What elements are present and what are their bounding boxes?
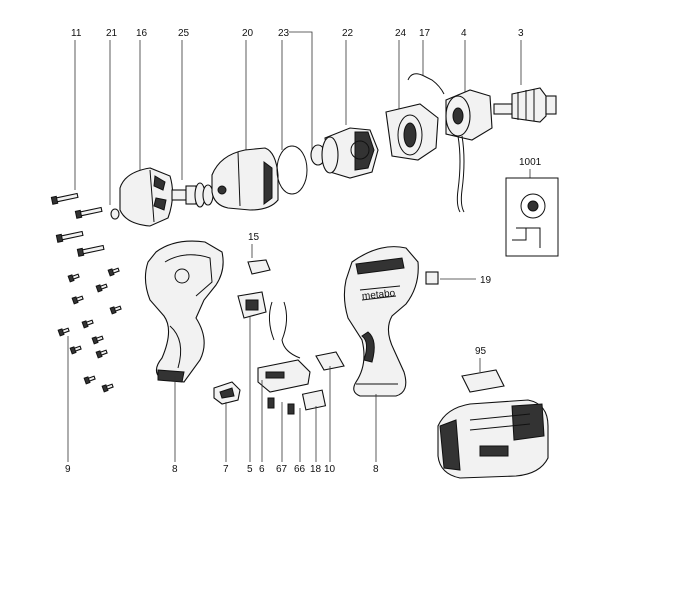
- hammer-case-20: [211, 147, 279, 211]
- label-95: 95: [475, 346, 487, 357]
- plate-95: [461, 369, 505, 393]
- label-1001: 1001: [519, 157, 542, 168]
- contact-18: [301, 389, 327, 411]
- electronics-board-6: [257, 359, 311, 393]
- motor-rotor-3: [493, 87, 557, 123]
- label-23: 23: [278, 28, 290, 39]
- housing-brand-text: metabo: [361, 288, 396, 302]
- label-17: 17: [419, 28, 431, 39]
- label-22: 22: [342, 28, 354, 39]
- label-8-left: 8: [172, 464, 178, 475]
- trigger-switch-5: [237, 291, 267, 319]
- label-5: 5: [247, 464, 253, 475]
- battery-pack: [437, 399, 549, 479]
- label-3: 3: [518, 28, 524, 39]
- label-16: 16: [136, 28, 148, 39]
- front-cover-16: [119, 167, 174, 227]
- label-21: 21: [106, 28, 118, 39]
- wires: [268, 301, 301, 359]
- planetary-gear-22: [310, 127, 379, 179]
- label-24: 24: [395, 28, 407, 39]
- label-67: 67: [276, 464, 288, 475]
- small-screws-9: [57, 267, 122, 393]
- direction-switch-7: [213, 381, 241, 405]
- screws-11: [50, 192, 105, 257]
- switch-cap-15: [247, 259, 271, 275]
- bracket-10: [315, 351, 345, 371]
- springs-67-66: [267, 397, 295, 415]
- label-11: 11: [71, 28, 82, 39]
- o-ring-23: [276, 145, 308, 195]
- top-leader-lines: [74, 31, 522, 205]
- label-66: 66: [294, 464, 306, 475]
- housing-left-half-8: [144, 240, 224, 383]
- label-9: 9: [65, 464, 71, 475]
- motor-housing-4: [445, 89, 493, 213]
- label-15: 15: [248, 232, 260, 243]
- label-7: 7: [223, 464, 229, 475]
- label-20: 20: [242, 28, 254, 39]
- label-4: 4: [461, 28, 467, 39]
- detail-inset-1001: 1001: [505, 157, 559, 257]
- housing-right-half-8: metabo: [343, 246, 419, 397]
- gear-ring-24: [385, 103, 439, 161]
- anvil-25: [171, 182, 214, 208]
- label-25: 25: [178, 28, 190, 39]
- label-18: 18: [310, 464, 322, 475]
- label-8-right: 8: [373, 464, 379, 475]
- clip-17: [407, 73, 445, 95]
- label-6: 6: [259, 464, 265, 475]
- bottom-labels: 9 8 7 5 6 67 66 18 10 8: [65, 464, 379, 475]
- label-plate-19: [425, 271, 439, 285]
- label-10: 10: [324, 464, 336, 475]
- label-19: 19: [480, 275, 492, 286]
- bottom-leader-lines: [67, 316, 377, 462]
- top-labels: 11 21 16 25 20 23 22 24 17 4 3: [71, 28, 524, 39]
- washer-21: [110, 208, 120, 220]
